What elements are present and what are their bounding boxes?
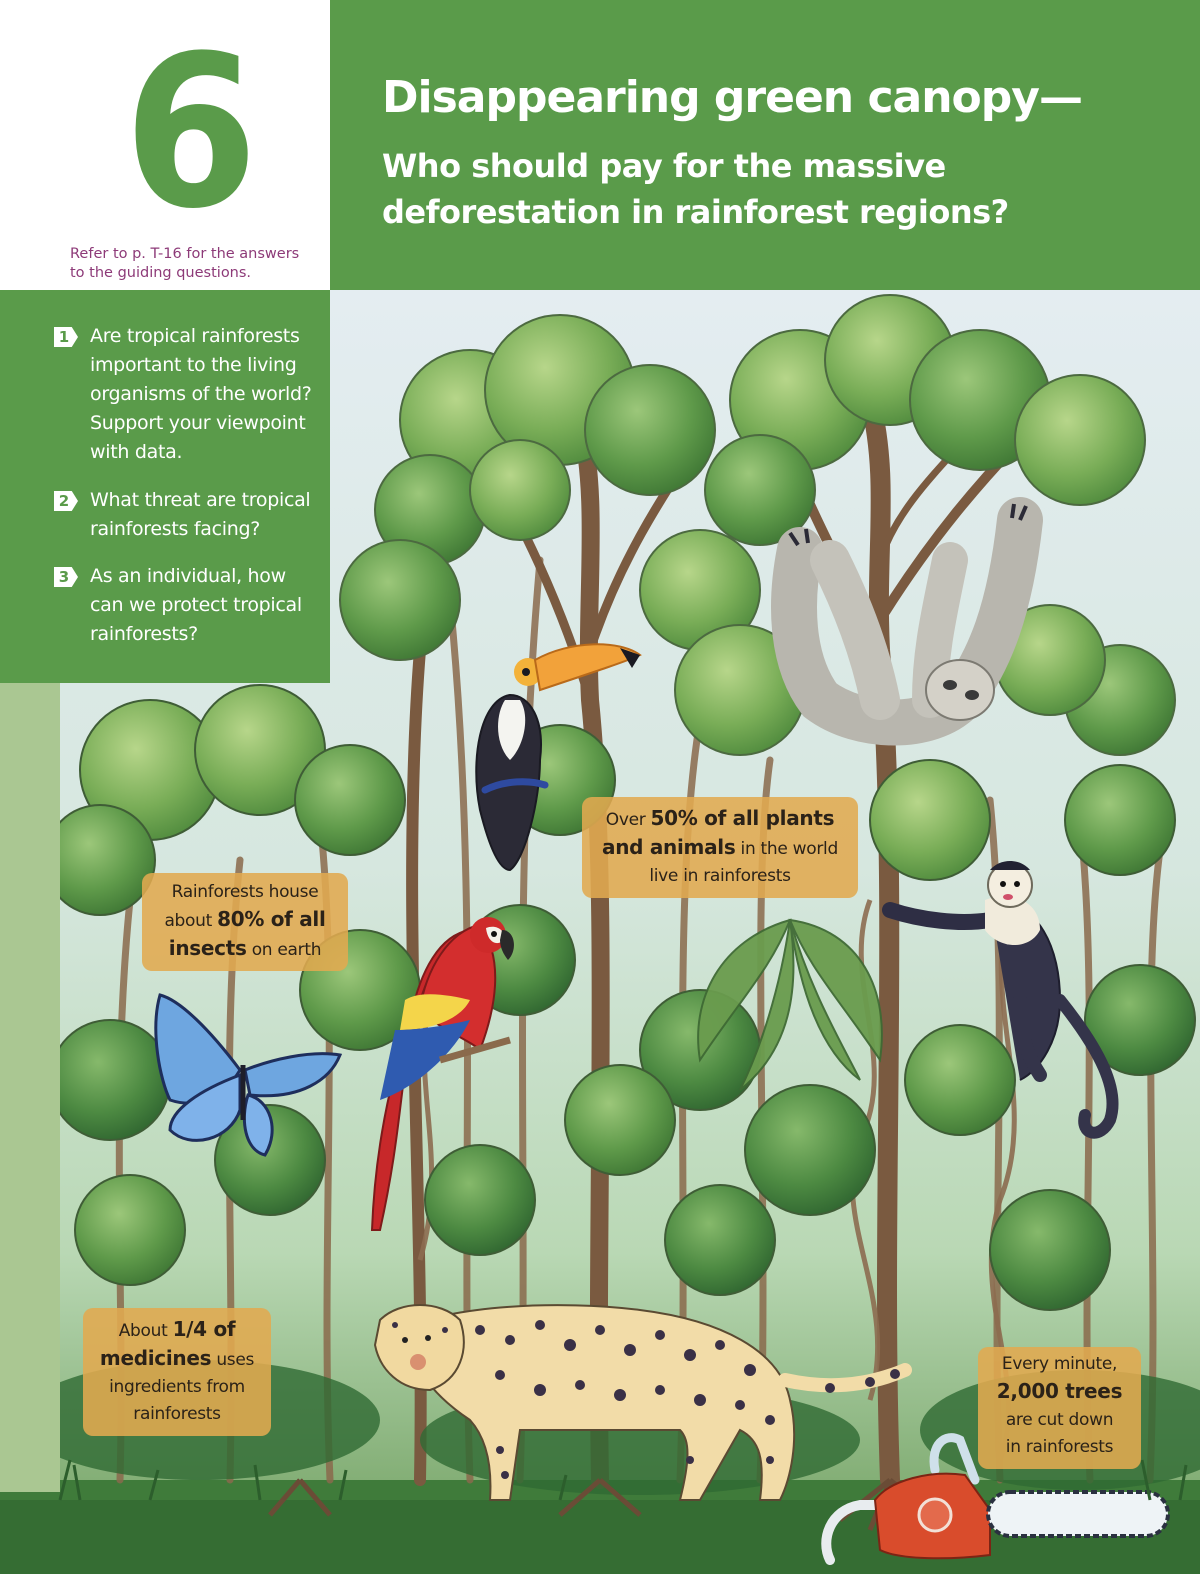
fact-text: and animals in the world <box>602 835 838 859</box>
chapter-number: 6 <box>123 10 258 255</box>
question-text: What threat are tropical rainforests fac… <box>90 486 311 544</box>
fact-text: medicines uses <box>99 1346 255 1370</box>
fact-text: in rainforests <box>1005 1437 1114 1457</box>
fact-text: ingredients from <box>109 1377 245 1397</box>
fact-highlight: 1/4 of <box>172 1317 236 1341</box>
fact-text: Every minute, <box>1001 1354 1118 1374</box>
question-line: with data. <box>90 441 183 463</box>
question-line: rainforests? <box>90 623 198 645</box>
title-banner: Disappearing green canopy— Who should pa… <box>330 0 1200 290</box>
question-line: Are tropical rainforests <box>90 325 300 347</box>
fact-text: insects on earth <box>168 936 322 960</box>
question-text: As an individual, how can we protect tro… <box>90 562 302 649</box>
side-strip <box>0 682 60 1492</box>
fact-highlight: medicines <box>99 1346 212 1370</box>
fact-text: rainforests <box>133 1404 221 1424</box>
page-subtitle: Who should pay for the massive deforesta… <box>382 143 1102 235</box>
fact-box-plants-animals: Over 50% of all plants and animals in th… <box>582 797 858 898</box>
question-number-badge: 3 <box>54 567 78 587</box>
capuchin-monkey-illustration <box>882 861 1119 1139</box>
chainsaw-illustration <box>821 1433 1170 1565</box>
question-line: Support your viewpoint <box>90 412 306 434</box>
page-title: Disappearing green canopy— <box>382 72 1083 123</box>
guiding-question-2: 2 What threat are tropical rainforests f… <box>54 486 319 544</box>
fact-text: 2,000 trees <box>978 1378 1141 1407</box>
toucan-illustration <box>475 643 642 872</box>
fact-text: Over 50% of all plants <box>605 806 835 830</box>
fact-text: About 1/4 of <box>118 1317 236 1341</box>
question-line: As an individual, how <box>90 565 286 587</box>
blue-morpho-butterfly-illustration <box>154 993 343 1157</box>
fact-text: are cut down <box>1005 1410 1114 1430</box>
question-text: Are tropical rainforests important to th… <box>90 322 312 467</box>
rainforest-illustration <box>0 290 1200 1574</box>
question-line: important to the living <box>90 354 297 376</box>
scarlet-macaw-illustration <box>370 917 514 1231</box>
guiding-questions-panel: 1 Are tropical rainforests important to … <box>0 290 330 683</box>
fact-highlight: 2,000 trees <box>996 1379 1123 1403</box>
teacher-note-line: Refer to p. T-16 for the answers <box>70 246 300 262</box>
question-line: can we protect tropical <box>90 594 302 616</box>
fact-text: live in rainforests <box>649 866 791 886</box>
fact-highlight: insects <box>168 936 247 960</box>
teacher-note: Refer to p. T-16 for the answers to the … <box>70 245 330 283</box>
fact-box-trees-cut: Every minute, 2,000 trees are cut down i… <box>978 1347 1141 1469</box>
question-number-badge: 2 <box>54 491 78 511</box>
question-line: What threat are tropical <box>90 489 311 511</box>
question-line: rainforests facing? <box>90 518 261 540</box>
teacher-note-line: to the guiding questions. <box>70 265 252 281</box>
fact-box-insects: Rainforests house about 80% of all insec… <box>142 873 348 971</box>
subtitle-line: deforestation in rainforest regions? <box>382 193 1009 231</box>
sloth-illustration <box>771 497 1043 746</box>
question-number-badge: 1 <box>54 327 78 347</box>
fact-highlight: 50% of all plants <box>650 806 835 830</box>
guiding-question-3: 3 As an individual, how can we protect t… <box>54 562 319 649</box>
guiding-question-1: 1 Are tropical rainforests important to … <box>54 322 319 467</box>
subtitle-line: Who should pay for the massive <box>382 147 946 185</box>
chapter-header: 6 Refer to p. T-16 for the answers to th… <box>0 0 330 290</box>
question-line: organisms of the world? <box>90 383 312 405</box>
fact-box-medicines: About 1/4 of medicines uses ingredients … <box>83 1308 271 1436</box>
fact-highlight: and animals <box>602 835 736 859</box>
jaguar-illustration <box>373 1304 912 1501</box>
fact-highlight: 80% of all <box>217 907 326 931</box>
fact-text: about 80% of all <box>164 907 326 931</box>
fact-text: Rainforests house <box>171 882 319 902</box>
